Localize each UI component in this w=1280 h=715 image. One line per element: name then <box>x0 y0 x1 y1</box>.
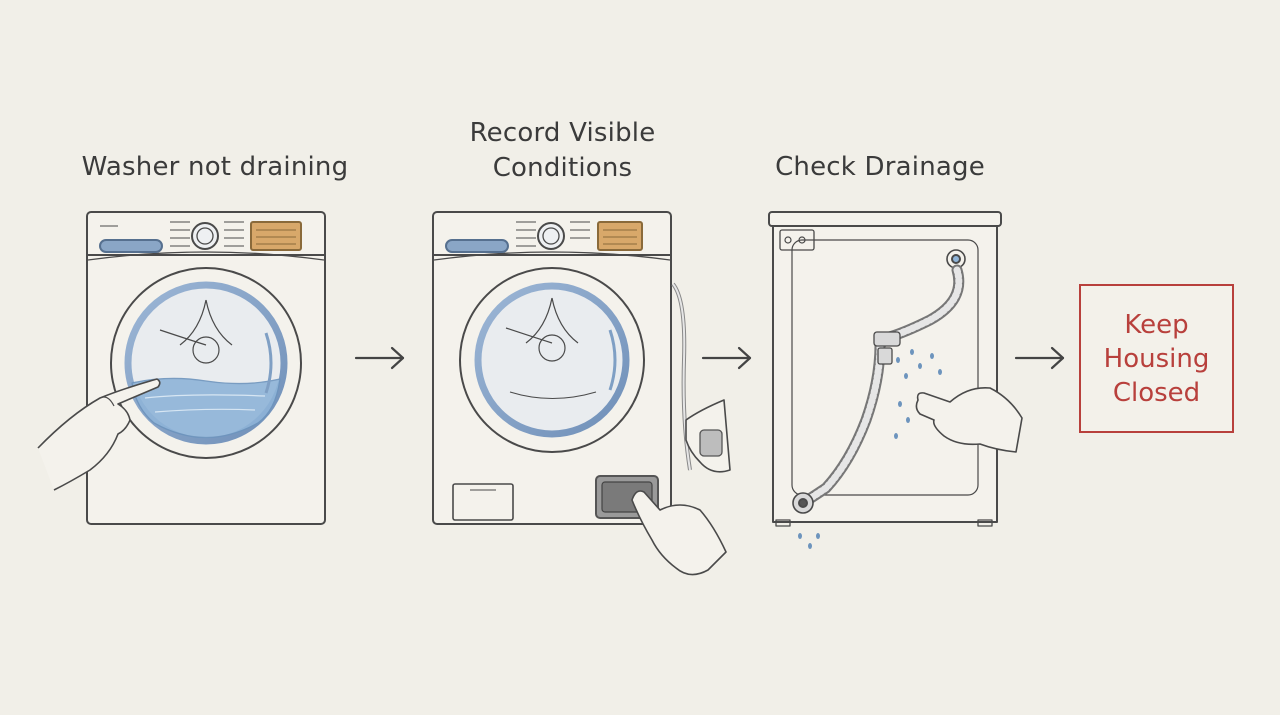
washer-front-water-icon <box>37 211 326 525</box>
step-2-title-line1: Record Visible <box>469 118 656 148</box>
step-2-title-line2: Conditions <box>492 153 633 183</box>
step-3-title-text: Check Drainage <box>775 152 985 182</box>
step-1-title-text: Washer not draining <box>81 152 349 182</box>
step-3-title: Check Drainage <box>745 150 1015 185</box>
keep-housing-closed-box: Keep Housing Closed <box>1079 284 1234 433</box>
final-box-line1: Keep <box>1124 309 1189 340</box>
washer-filter-hatch-icon <box>432 211 731 576</box>
step-1-title: Washer not draining <box>60 150 370 185</box>
arrow-right-icon <box>701 346 752 370</box>
arrow-right-icon <box>354 346 405 370</box>
final-box-line2: Housing <box>1103 343 1210 374</box>
washer-back-hose-icon <box>768 211 1023 549</box>
step-2-title: Record Visible Conditions <box>425 116 700 186</box>
arrow-right-icon <box>1014 346 1065 370</box>
final-box-line3: Closed <box>1112 377 1201 408</box>
